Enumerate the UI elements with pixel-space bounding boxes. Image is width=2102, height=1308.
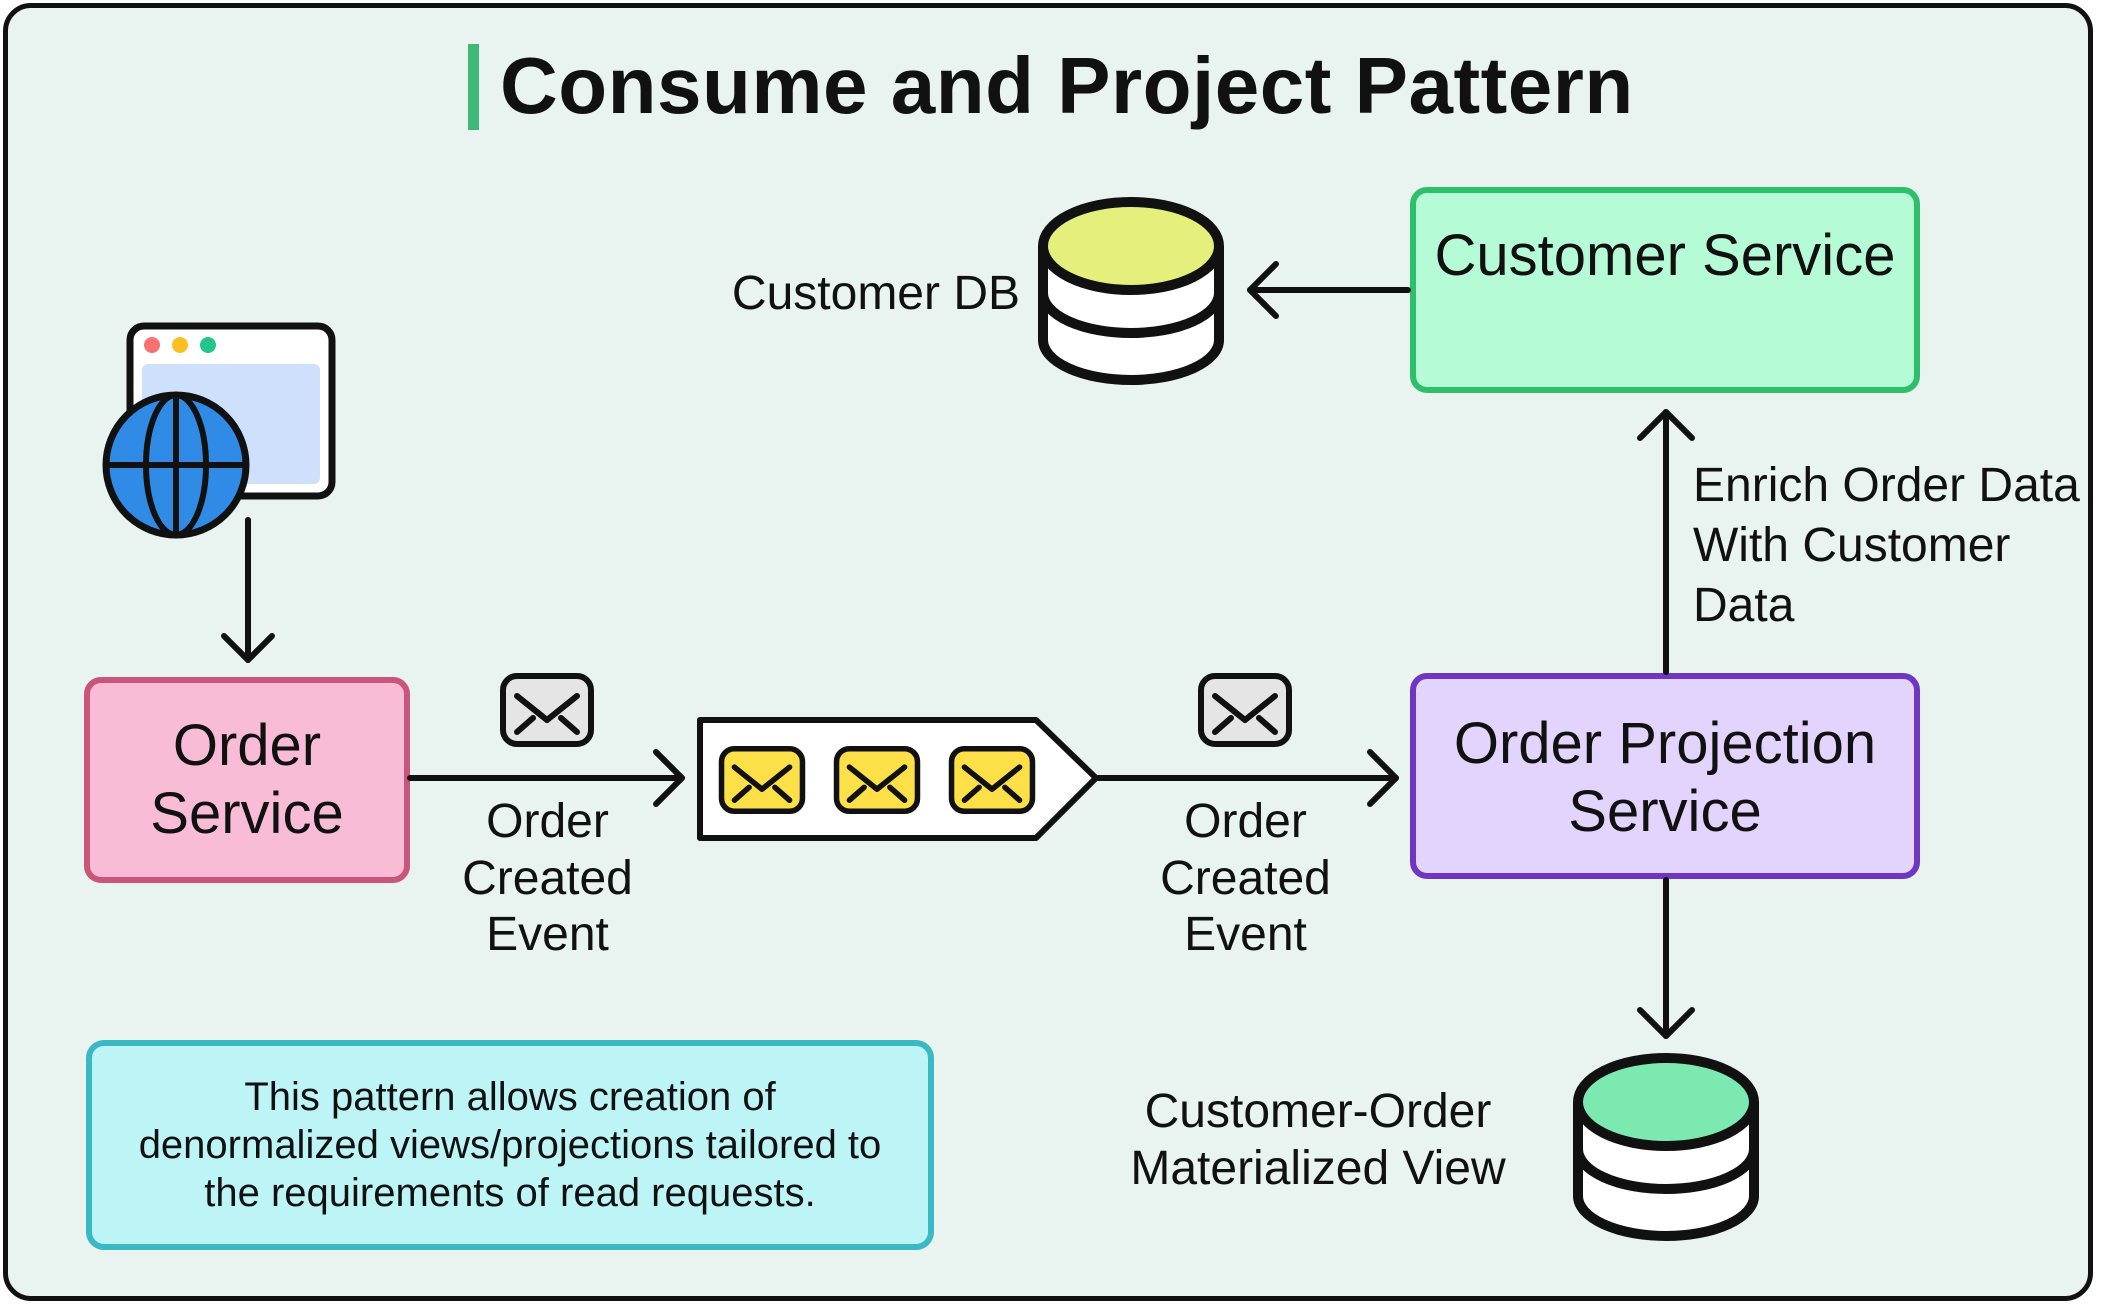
arrow-projection-to-view: [1637, 877, 1695, 1039]
arrow-projection-to-customer-service: [1637, 409, 1695, 675]
envelope-icon: [503, 676, 591, 744]
order-created-event-label-left: Order Created Event: [462, 795, 633, 962]
customer-db-icon: [1038, 197, 1224, 385]
customer-db-label: Customer DB: [731, 267, 1020, 320]
pattern-note-text: This pattern allows creation of denormal…: [138, 1075, 882, 1215]
envelope-icon: [1201, 676, 1289, 744]
order-created-event-label-right: Order Created Event: [1160, 795, 1331, 962]
browser-globe-icon: [102, 322, 336, 539]
order-projection-service-box: [1410, 673, 1920, 879]
order-service-label: Order Service: [150, 713, 344, 847]
arrow-order-service-to-queue: [407, 749, 685, 807]
arrow-queue-to-projection: [1093, 749, 1399, 807]
materialized-view-label: Customer-Order Materialized View: [1130, 1085, 1506, 1195]
customer-service-box: [1410, 187, 1920, 393]
enrich-order-data-label: Enrich Order Data With Customer Data: [1693, 459, 2080, 632]
customer-service-label: Customer Service: [1434, 223, 1896, 288]
title-accent-bar: [468, 44, 479, 130]
order-projection-service-label: Order Projection Service: [1453, 711, 1877, 845]
page-title: Consume and Project Pattern: [500, 41, 1634, 130]
materialized-view-db-icon: [1573, 1053, 1759, 1241]
arrow-customer-service-to-db: [1247, 261, 1411, 319]
message-queue-icon: [697, 717, 1099, 841]
arrow-browser-to-order-service: [221, 517, 275, 663]
order-service-box: [84, 677, 410, 883]
pattern-note: This pattern allows creation of denormal…: [86, 1040, 934, 1250]
